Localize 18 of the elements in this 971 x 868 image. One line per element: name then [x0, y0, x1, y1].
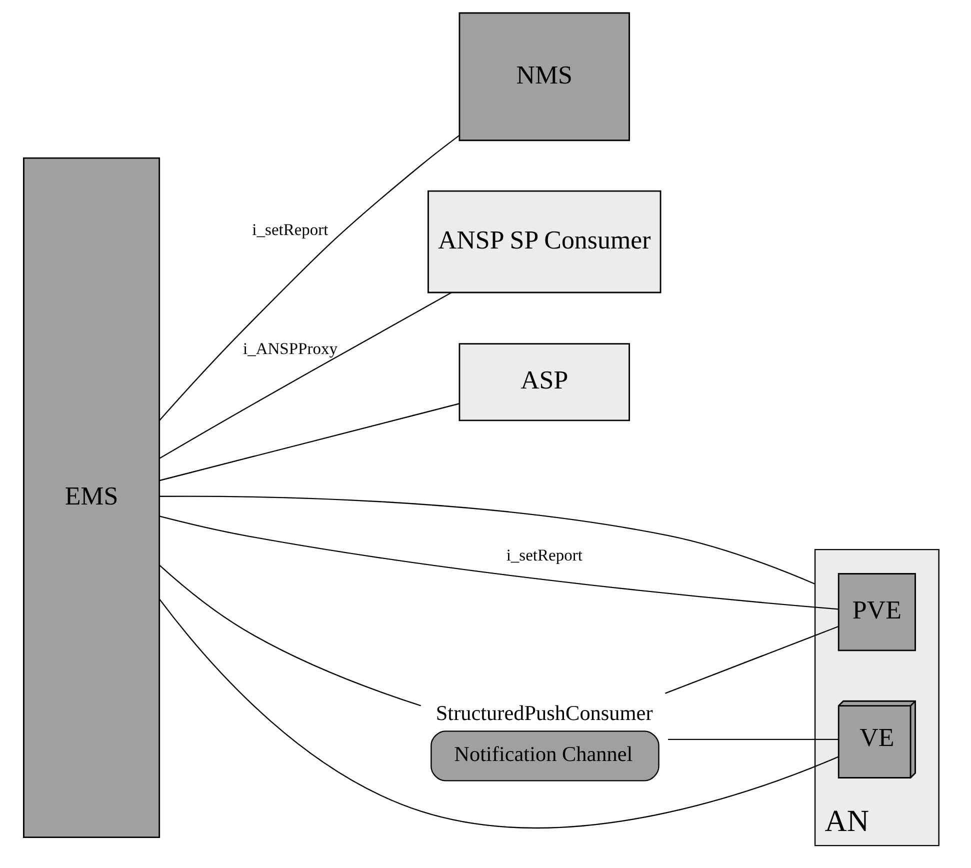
connector	[159, 403, 459, 482]
node-box: EMS	[22, 157, 160, 838]
connector	[664, 626, 838, 694]
edge-label: i_ANSPProxy	[242, 339, 337, 358]
edge-label: i_setReport	[506, 545, 582, 564]
node-box: ASP	[458, 343, 630, 422]
edge-label: i_setReport	[252, 220, 328, 239]
connector	[668, 738, 838, 740]
connector	[158, 564, 420, 706]
node-box: PVE	[837, 573, 916, 652]
node-label: StructuredPushConsumer	[435, 700, 652, 725]
connector	[158, 134, 460, 421]
connector	[158, 598, 838, 828]
connector	[158, 516, 838, 610]
connector	[158, 292, 452, 459]
connector	[158, 496, 815, 585]
node-box: ANSP SP Consumer	[427, 190, 661, 294]
node-box: NMS	[458, 12, 630, 142]
